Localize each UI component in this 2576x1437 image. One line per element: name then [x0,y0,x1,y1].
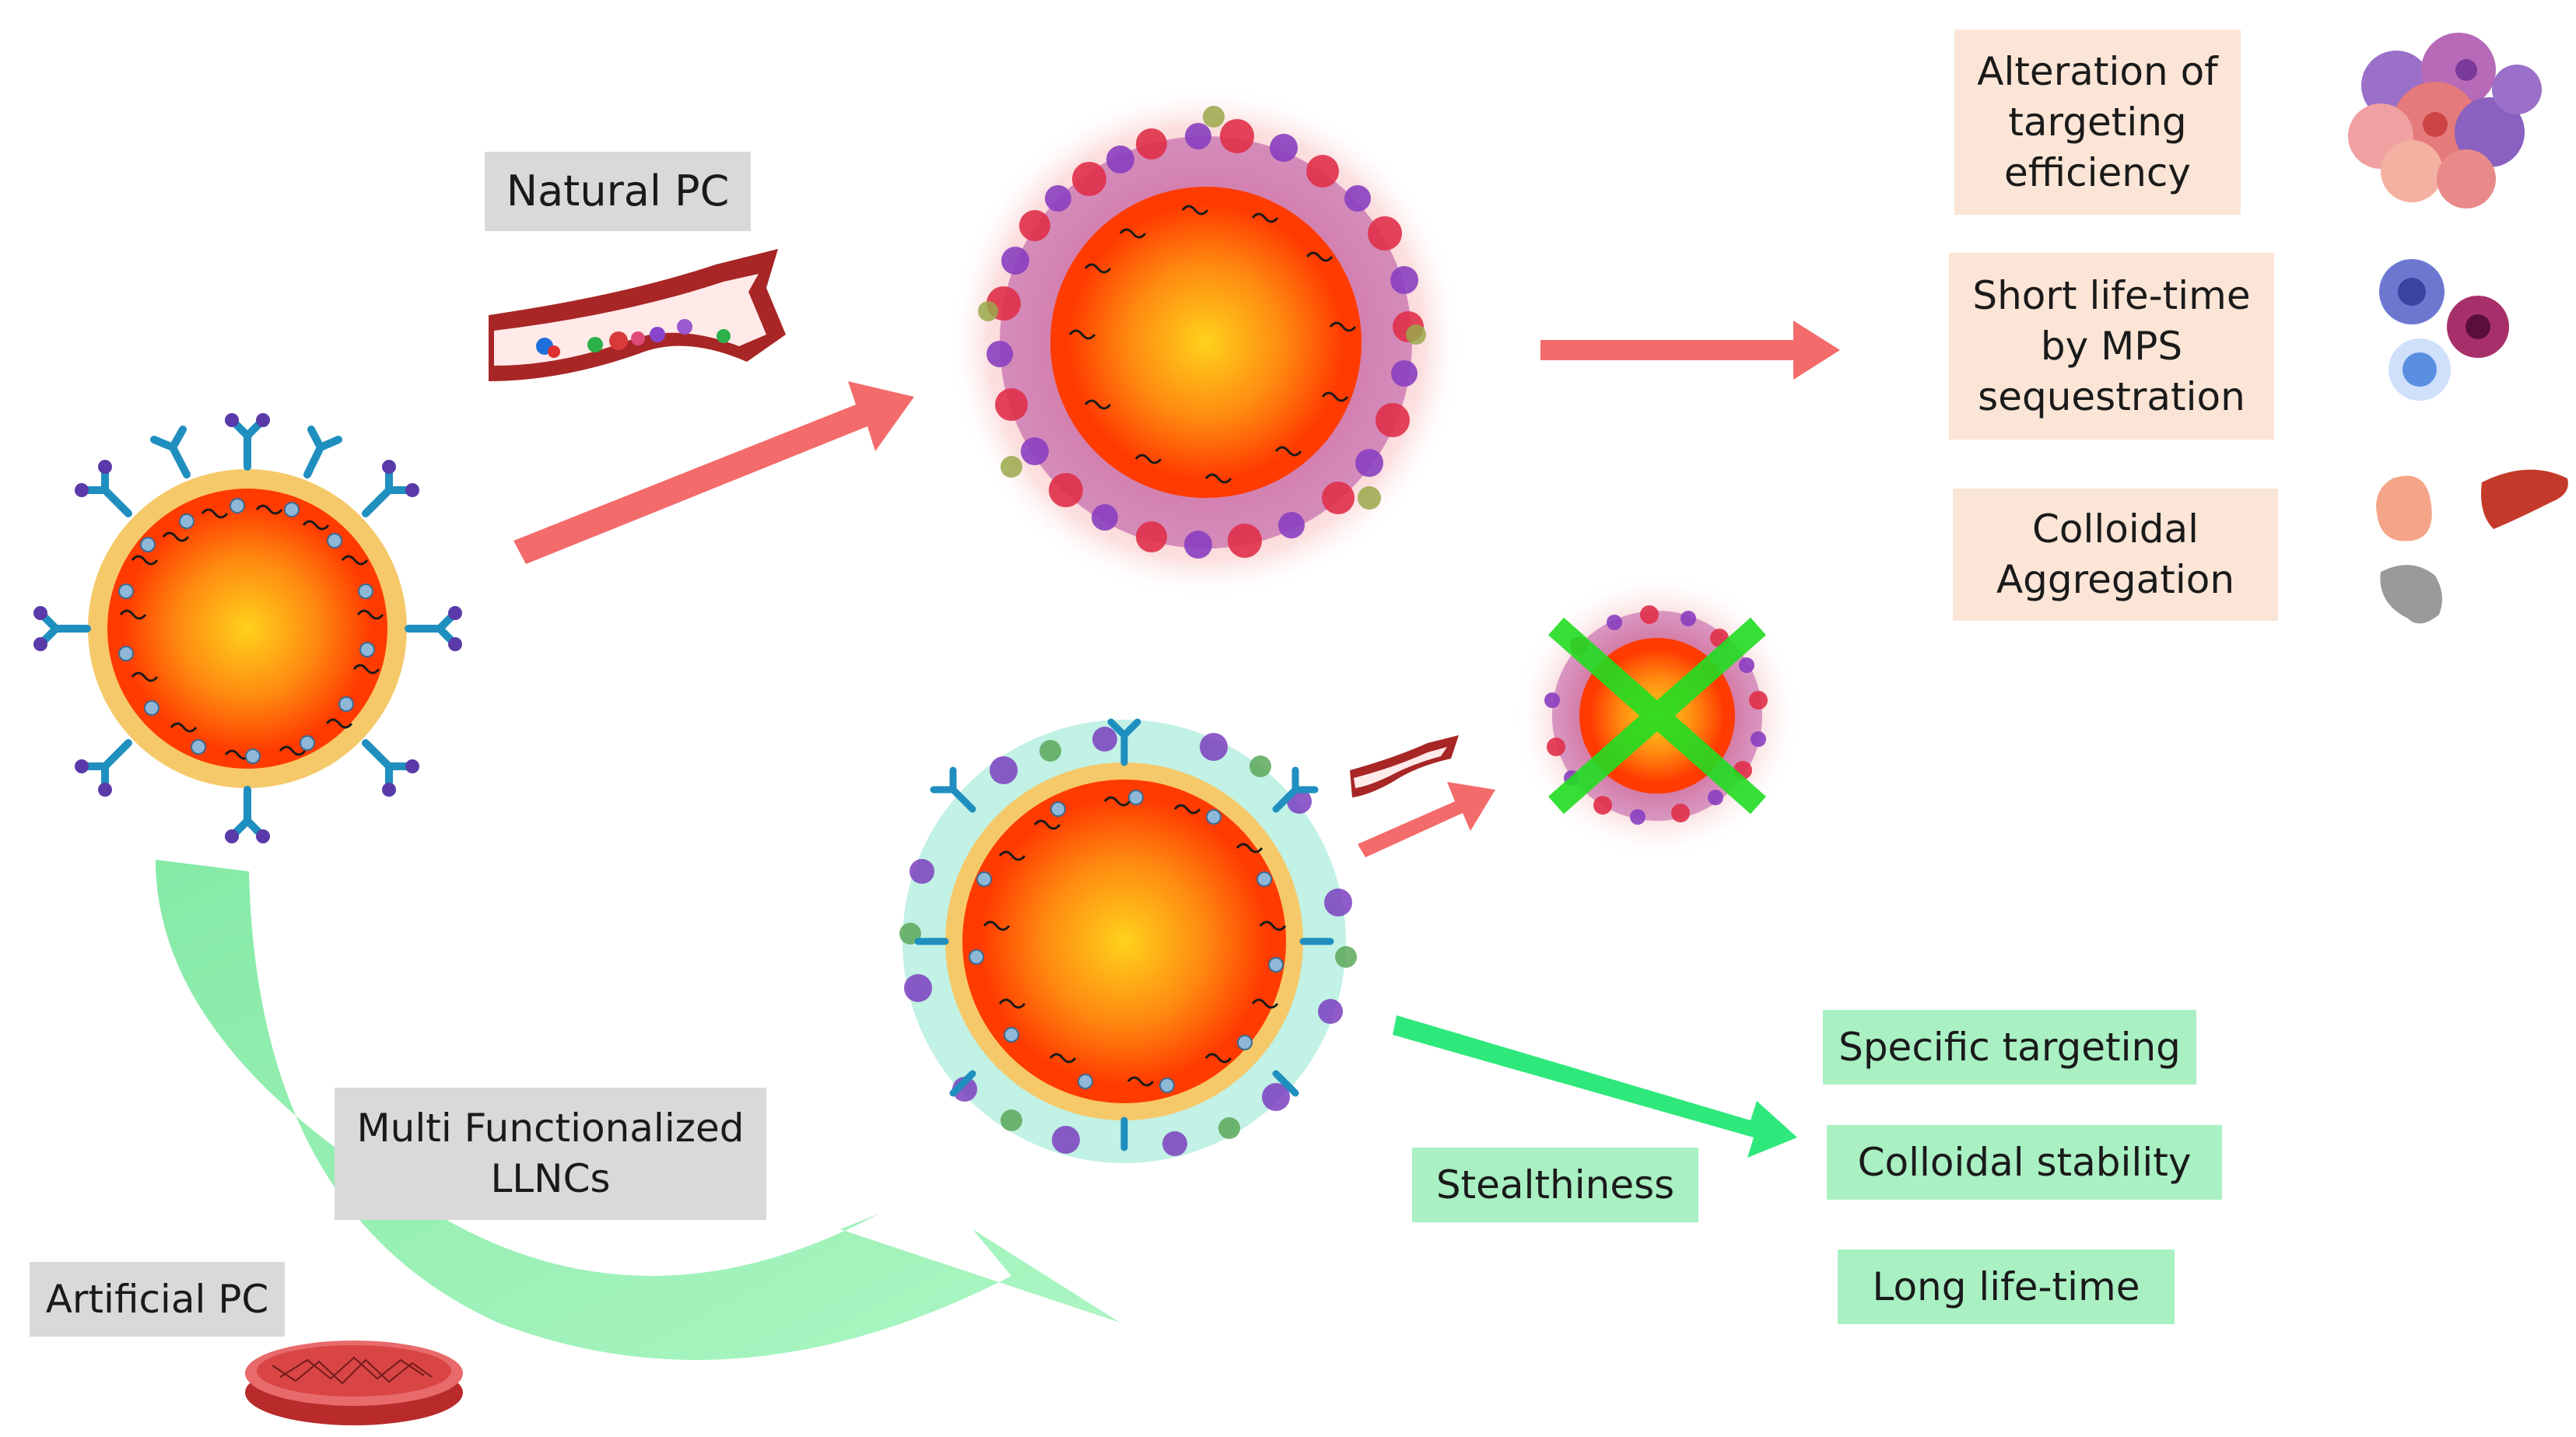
red-arrow-to-natural-pc [513,381,914,564]
multi-functionalized-nanoparticle [899,718,1357,1163]
benefit-specific-targeting: Specific targeting [1823,1010,2196,1085]
natural-pc-nanoparticle [949,86,1463,599]
cross-mark [1548,617,1766,815]
green-arrow-to-benefits [1393,1015,1797,1158]
green-curved-arrow [156,860,1120,1360]
benefit-colloidal-stability: Colloidal stability [1827,1125,2222,1200]
multi-functionalized-text-line2: LLNCs [490,1156,611,1201]
blood-vessel-large [489,249,786,381]
outcome-text-line: Colloidal [2031,506,2199,552]
stealthiness-text: Stealthiness [1435,1162,1675,1207]
benefit-text: Specific targeting [1838,1024,2181,1070]
outcome-text-line: by MPS [2040,323,2183,369]
immune-cells-icon [2379,259,2509,401]
outcome-text-line: targeting [2008,99,2187,145]
outcome-text-line: efficiency [2003,149,2191,195]
outcome-text-line: sequestration [1978,373,2245,419]
outcome-short-life-time: Short life-time by MPS sequestration [1949,253,2274,440]
red-arrow-small [1358,782,1495,857]
multi-functionalized-text-line1: Multi Functionalized [356,1106,745,1151]
multi-functionalized-label: Multi Functionalized LLNCs [335,1088,766,1220]
petri-dish-icon [245,1341,463,1425]
red-arrow-to-outcomes [1540,321,1840,380]
outcome-targeting-alteration: Alteration of targeting efficiency [1954,30,2241,215]
artificial-pc-text: Artificial PC [45,1276,269,1322]
natural-pc-text: Natural PC [506,166,730,216]
crossed-nanoparticle [1513,572,1801,860]
outcome-text-line: Aggregation [1996,557,2235,602]
benefit-text: Colloidal stability [1857,1139,2192,1185]
benefit-long-life-time: Long life-time [1838,1249,2175,1324]
outcome-text-line: Alteration of [1977,48,2218,94]
organs-icon [2376,469,2568,624]
natural-pc-label: Natural PC [485,152,751,231]
tumor-cells-icon [2348,33,2542,209]
benefit-text: Long life-time [1872,1264,2140,1309]
outcome-colloidal-aggregation: Colloidal Aggregation [1953,489,2278,621]
artificial-pc-label: Artificial PC [30,1262,285,1337]
functionalized-nanoparticle [33,413,462,843]
blood-vessel-small [1350,735,1459,797]
stealthiness-label: Stealthiness [1412,1148,1698,1222]
outcome-text-line: Short life-time [1972,272,2251,318]
